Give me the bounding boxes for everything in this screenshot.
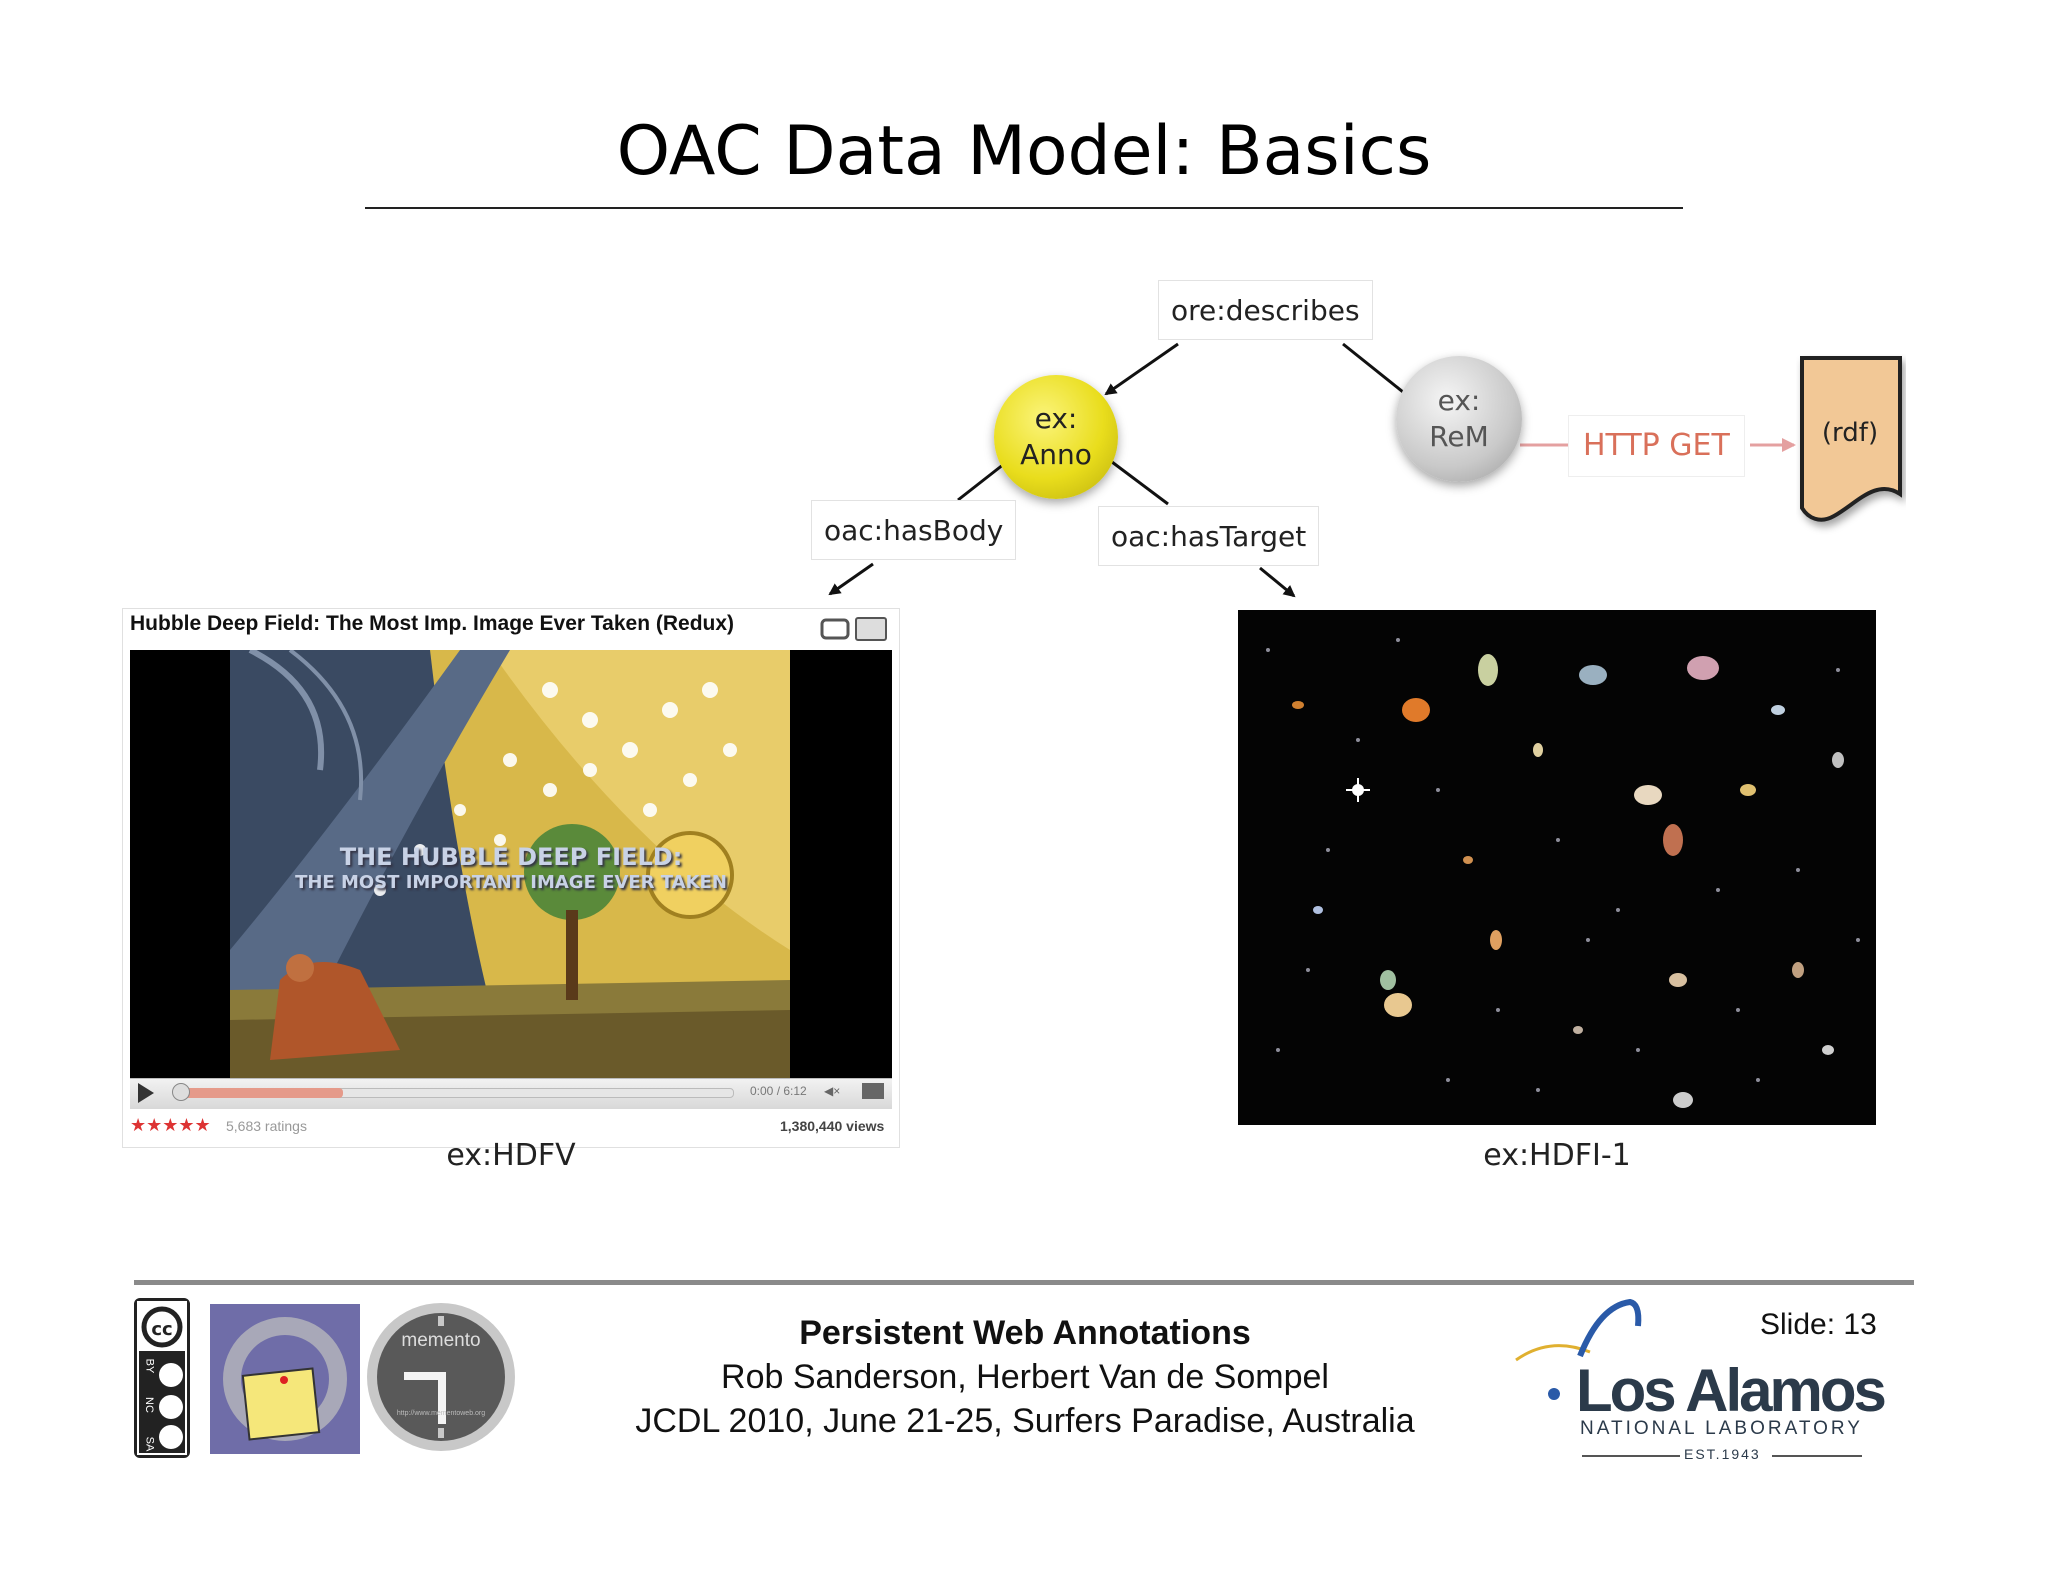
oac-sticky-note-logo — [210, 1304, 360, 1454]
lanl-established: EST.1943 — [1684, 1446, 1761, 1462]
anno-node: ex:Anno — [994, 375, 1118, 499]
rem-node-line1: ex: — [1437, 384, 1481, 417]
target-resource-label: ex:HDFI-1 — [1483, 1138, 1631, 1173]
svg-text:cc: cc — [151, 1319, 172, 1340]
footer-divider — [134, 1280, 1914, 1285]
rem-node-line2: ReM — [1429, 420, 1489, 453]
ratings-count: 5,683 ratings — [226, 1118, 307, 1134]
rdf-document-icon — [1800, 356, 1902, 522]
views-count: 1,380,440 views — [780, 1118, 885, 1134]
clock-icon — [367, 1303, 515, 1451]
video-scrubber-handle[interactable] — [172, 1083, 190, 1101]
slide-number: Slide: 13 — [1760, 1308, 1877, 1341]
video-overlay-title: THE HUBBLE DEEP FIELD: — [339, 843, 683, 871]
memento-label: memento — [401, 1330, 481, 1351]
sticky-note-icon — [210, 1304, 360, 1454]
hubble-deep-field-image — [1238, 610, 1876, 1125]
http-get-label: HTTP GET — [1568, 415, 1745, 477]
volume-icon[interactable]: ◀× — [824, 1084, 841, 1098]
video-frame[interactable] — [130, 650, 892, 1078]
video-time: 0:00 / 6:12 — [750, 1084, 807, 1098]
footer-title: Persistent Web Annotations — [799, 1314, 1251, 1352]
lanl-subtitle: NATIONAL LABORATORY — [1580, 1418, 1863, 1439]
edge-target-arrow — [1259, 566, 1296, 598]
cc-term-sa: SA — [143, 1436, 155, 1452]
video-share-icons[interactable] — [820, 614, 890, 644]
flammarion-engraving-image — [130, 650, 892, 1078]
fullscreen-icon[interactable] — [862, 1083, 884, 1099]
slide-title: OAC Data Model: Basics — [616, 112, 1432, 191]
lanl-name: Los Alamos — [1576, 1357, 1887, 1424]
los-alamos-logo — [1515, 1298, 1862, 1457]
cc-term-nc: NC — [142, 1397, 155, 1413]
edge-anno-target — [1111, 460, 1169, 506]
rating-stars[interactable]: ★★★★★ — [130, 1115, 211, 1135]
video-overlay-subtitle: THE MOST IMPORTANT IMAGE EVER TAKEN — [295, 872, 727, 893]
cc-license-terms: BY NC SA — [138, 1358, 160, 1452]
edge-label-describes: ore:describes — [1158, 280, 1373, 340]
anno-node-line1: ex: — [1034, 402, 1078, 435]
creative-commons-badge: cc — [134, 1298, 190, 1458]
rdf-document-label: (rdf) — [1821, 418, 1879, 448]
footer-venue: JCDL 2010, June 21-25, Surfers Paradise,… — [635, 1402, 1415, 1440]
edge-body-arrow — [828, 562, 874, 596]
title-divider — [365, 207, 1683, 209]
anno-node-line2: Anno — [1020, 438, 1092, 471]
cc-term-by: BY — [143, 1358, 155, 1374]
play-icon[interactable] — [138, 1083, 154, 1103]
edge-label-has-target: oac:hasTarget — [1098, 506, 1320, 566]
body-resource-label: ex:HDFV — [446, 1138, 576, 1173]
video-title: Hubble Deep Field: The Most Imp. Image E… — [130, 612, 735, 635]
memento-clock-logo — [364, 1300, 518, 1454]
memento-url: http://www.mementoweb.org — [396, 1410, 486, 1417]
edge-describes-rem — [1342, 342, 1409, 398]
footer-authors: Rob Sanderson, Herbert Van de Sompel — [721, 1358, 1329, 1396]
galaxy-field-graphic — [1238, 610, 1876, 1125]
video-progress-fill — [176, 1088, 343, 1098]
edge-describes-anno — [1104, 342, 1179, 396]
edge-label-has-body: oac:hasBody — [811, 500, 1017, 560]
rem-node: ex:ReM — [1396, 356, 1522, 482]
cc-license-icon: cc — [137, 1301, 187, 1455]
edge-anno-body — [957, 462, 1005, 502]
